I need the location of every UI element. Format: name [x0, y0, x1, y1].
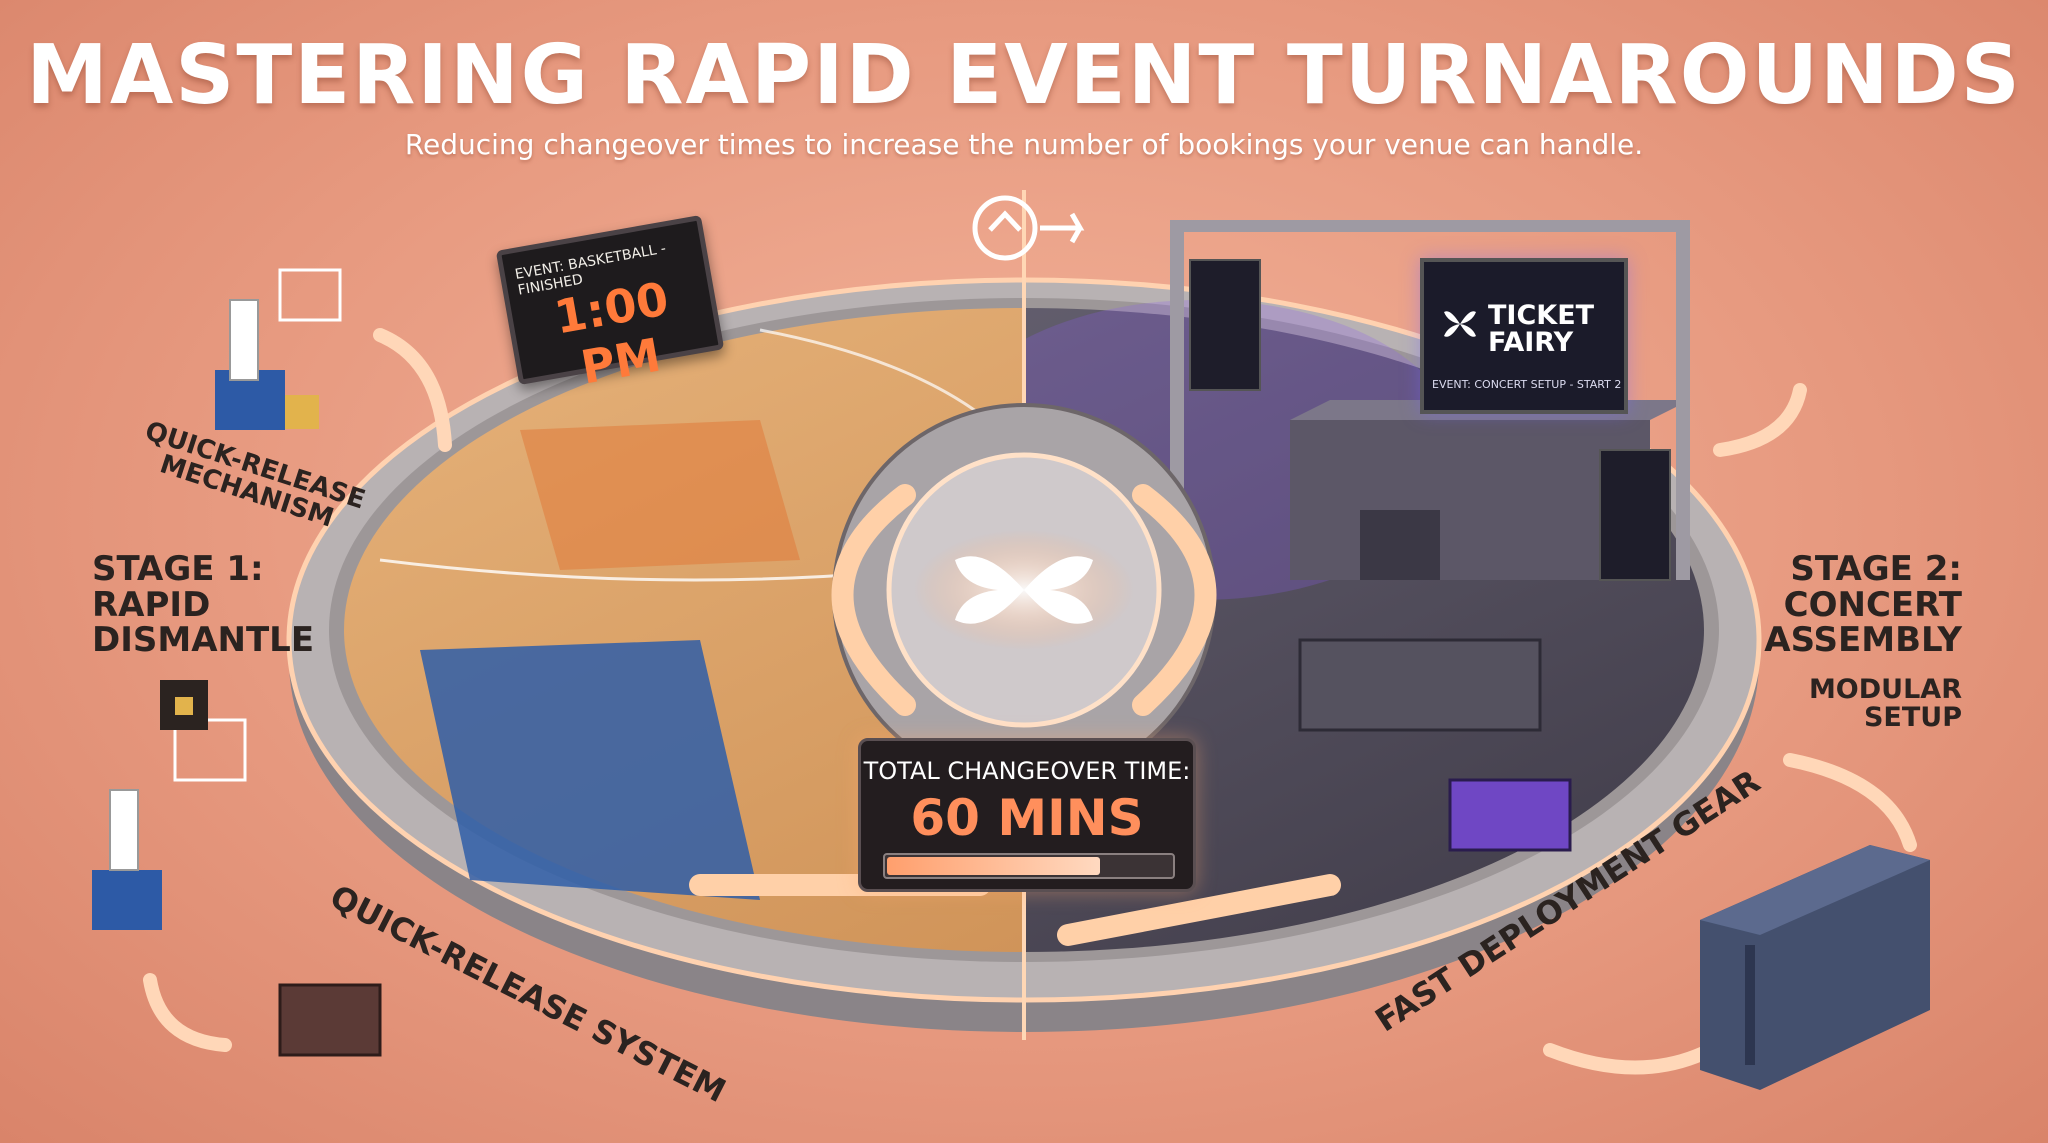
timer-progress-fill	[887, 857, 1100, 875]
concert-stage	[1170, 220, 1690, 852]
ticket-fairy-screen: TICKET FAIRY EVENT: CONCERT SETUP - STAR…	[1420, 258, 1628, 414]
central-gear-icon	[832, 403, 1216, 787]
basketball-court	[344, 308, 1024, 952]
brand-line-1: TICKET	[1488, 300, 1595, 331]
gear-cycle-icon	[972, 195, 1085, 261]
stage2-line2: CONCERT	[1783, 584, 1962, 625]
screen-brand: TICKET FAIRY	[1488, 302, 1594, 356]
ticket-fairy-logo-icon	[1444, 311, 1476, 337]
stage1-label: STAGE 1: RAPID DISMANTLE	[92, 549, 315, 661]
page-title: MASTERING RAPID EVENT TURNAROUNDS	[26, 28, 2022, 123]
stage2-label: STAGE 2: CONCERT ASSEMBLY	[1764, 549, 1962, 661]
outer-arrows	[143, 328, 1917, 1075]
stage2-line3: ASSEMBLY	[1764, 620, 1962, 661]
timer-value: 60 MINS	[910, 789, 1144, 847]
stage1-line2: RAPID	[92, 584, 211, 625]
brand-line-2: FAIRY	[1488, 327, 1574, 358]
stage1-line3: DISMANTLE	[92, 620, 315, 661]
timer-progress-track	[883, 853, 1175, 879]
screen-subtitle: EVENT: CONCERT SETUP - START 2:00 PM	[1432, 378, 1622, 391]
left-equipment	[92, 268, 382, 1057]
modular-line2: SETUP	[1863, 702, 1962, 734]
shipping-container	[1700, 845, 1930, 1090]
changeover-timer: TOTAL CHANGEOVER TIME: 60 MINS	[858, 738, 1196, 892]
page-subtitle: Reducing changeover times to increase th…	[404, 128, 1644, 161]
stage2-line1: STAGE 2:	[1790, 549, 1962, 589]
timer-label: TOTAL CHANGEOVER TIME:	[863, 757, 1191, 785]
padlock-icon	[160, 395, 319, 730]
modular-line1: MODULAR	[1808, 674, 1962, 705]
stage1-line1: STAGE 1:	[92, 549, 264, 589]
modular-setup-label: MODULAR SETUP	[1808, 674, 1962, 734]
